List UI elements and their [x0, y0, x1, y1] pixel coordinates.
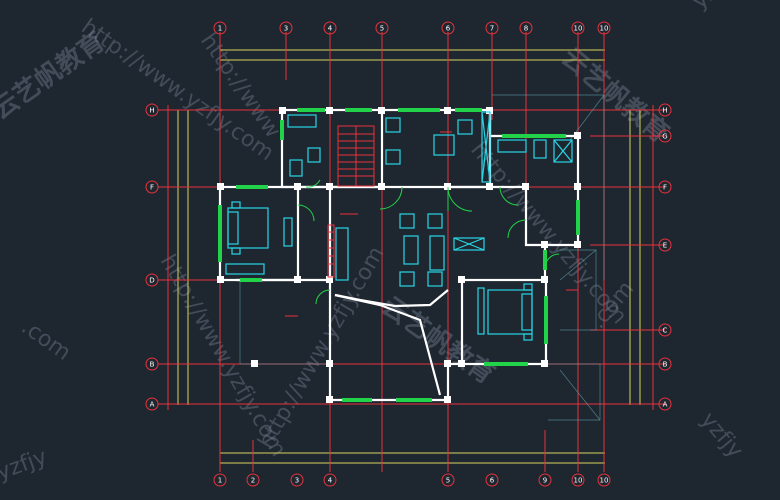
axis-label: D — [149, 277, 154, 285]
walls — [218, 108, 580, 402]
axis-bubble: D — [145, 273, 159, 287]
axis-label: 10 — [574, 477, 583, 485]
axis-label: 3 — [295, 477, 299, 485]
axis-label: F — [663, 184, 667, 192]
axis-label: B — [663, 361, 668, 369]
axis-label: G — [662, 133, 667, 141]
axis-bubble: A — [145, 397, 159, 411]
axis-bubble: 6 — [485, 473, 499, 487]
watermark-text: 云艺帆教育 — [0, 26, 111, 126]
axis-label: 5 — [446, 477, 450, 485]
furniture — [225, 111, 573, 341]
axis-label: 2 — [251, 477, 255, 485]
axis-label: B — [150, 361, 155, 369]
axis-bubbles-bottom: 1 2 3 4 5 6 9 10 10 — [213, 473, 611, 487]
watermarks: http://www.yzfjy.com http://www 云艺帆教育 云艺… — [0, 0, 748, 486]
axis-label: 3 — [284, 25, 288, 33]
axis-bubble: 5 — [441, 473, 455, 487]
auxiliary-lines — [239, 94, 605, 421]
axis-label: 10 — [600, 477, 609, 485]
axis-bubbles-right: H G F E C B A — [658, 103, 672, 411]
axis-label: C — [663, 327, 668, 335]
axis-bubble: H — [145, 103, 159, 117]
axis-bubble: 6 — [441, 21, 455, 35]
axis-bubbles-left: H F D B A — [145, 103, 159, 411]
axis-label: 1 — [218, 25, 222, 33]
dimension-lines — [177, 49, 641, 464]
axis-label: 5 — [380, 25, 384, 33]
axis-bubble: H — [658, 103, 672, 117]
watermark-text: yzfjy — [0, 445, 50, 486]
axis-bubble: 10 — [597, 473, 611, 487]
axis-bubble: B — [658, 357, 672, 371]
axis-bubble: 4 — [323, 21, 337, 35]
axis-label: 6 — [446, 25, 451, 33]
axis-label: H — [149, 107, 154, 115]
axis-label: 7 — [490, 25, 494, 33]
axis-bubble: E — [658, 238, 672, 252]
axis-label: 10 — [574, 25, 583, 33]
axis-label: 4 — [328, 25, 333, 33]
axis-bubble: 4 — [323, 473, 337, 487]
axis-bubble: 1 — [213, 21, 227, 35]
axis-label: 10 — [600, 25, 609, 33]
axis-bubbles-top: 1 3 4 5 6 7 8 10 10 — [213, 21, 611, 35]
axis-bubble: 10 — [597, 21, 611, 35]
axis-bubble: B — [145, 357, 159, 371]
axis-bubble: 3 — [290, 473, 304, 487]
axis-bubble: F — [658, 180, 672, 194]
staircase — [327, 125, 375, 278]
axis-bubble: G — [658, 129, 672, 143]
axis-bubble: 1 — [213, 473, 227, 487]
axis-label: E — [663, 242, 667, 250]
axis-bubble: 7 — [485, 21, 499, 35]
watermark-text: http://www.yzfjy.com — [254, 242, 390, 453]
annotations — [285, 131, 578, 317]
doors — [297, 179, 560, 305]
axis-label: 9 — [543, 477, 547, 485]
axis-label: 1 — [218, 477, 222, 485]
axis-bubble: C — [658, 323, 672, 337]
axis-bubble: 5 — [375, 21, 389, 35]
watermark-text: .com — [17, 314, 76, 365]
axis-label: A — [663, 401, 668, 409]
axis-bubble: 9 — [538, 473, 552, 487]
structural-columns — [217, 107, 581, 403]
axis-bubble: 2 — [246, 473, 260, 487]
watermark-text: yzfjy — [688, 0, 743, 15]
windows — [218, 108, 580, 402]
axis-bubble: 10 — [571, 21, 585, 35]
axis-bubble: A — [658, 397, 672, 411]
axis-bubble: 3 — [279, 21, 293, 35]
axis-label: A — [150, 401, 155, 409]
axis-label: 8 — [524, 25, 528, 33]
axis-bubble: 10 — [571, 473, 585, 487]
axis-label: H — [662, 107, 667, 115]
axis-label: 4 — [328, 477, 333, 485]
axis-bubble: F — [145, 180, 159, 194]
axis-label: F — [150, 184, 154, 192]
axis-bubble: 8 — [519, 21, 533, 35]
axis-label: 6 — [490, 477, 495, 485]
watermark-text: yzfjy — [695, 408, 747, 463]
